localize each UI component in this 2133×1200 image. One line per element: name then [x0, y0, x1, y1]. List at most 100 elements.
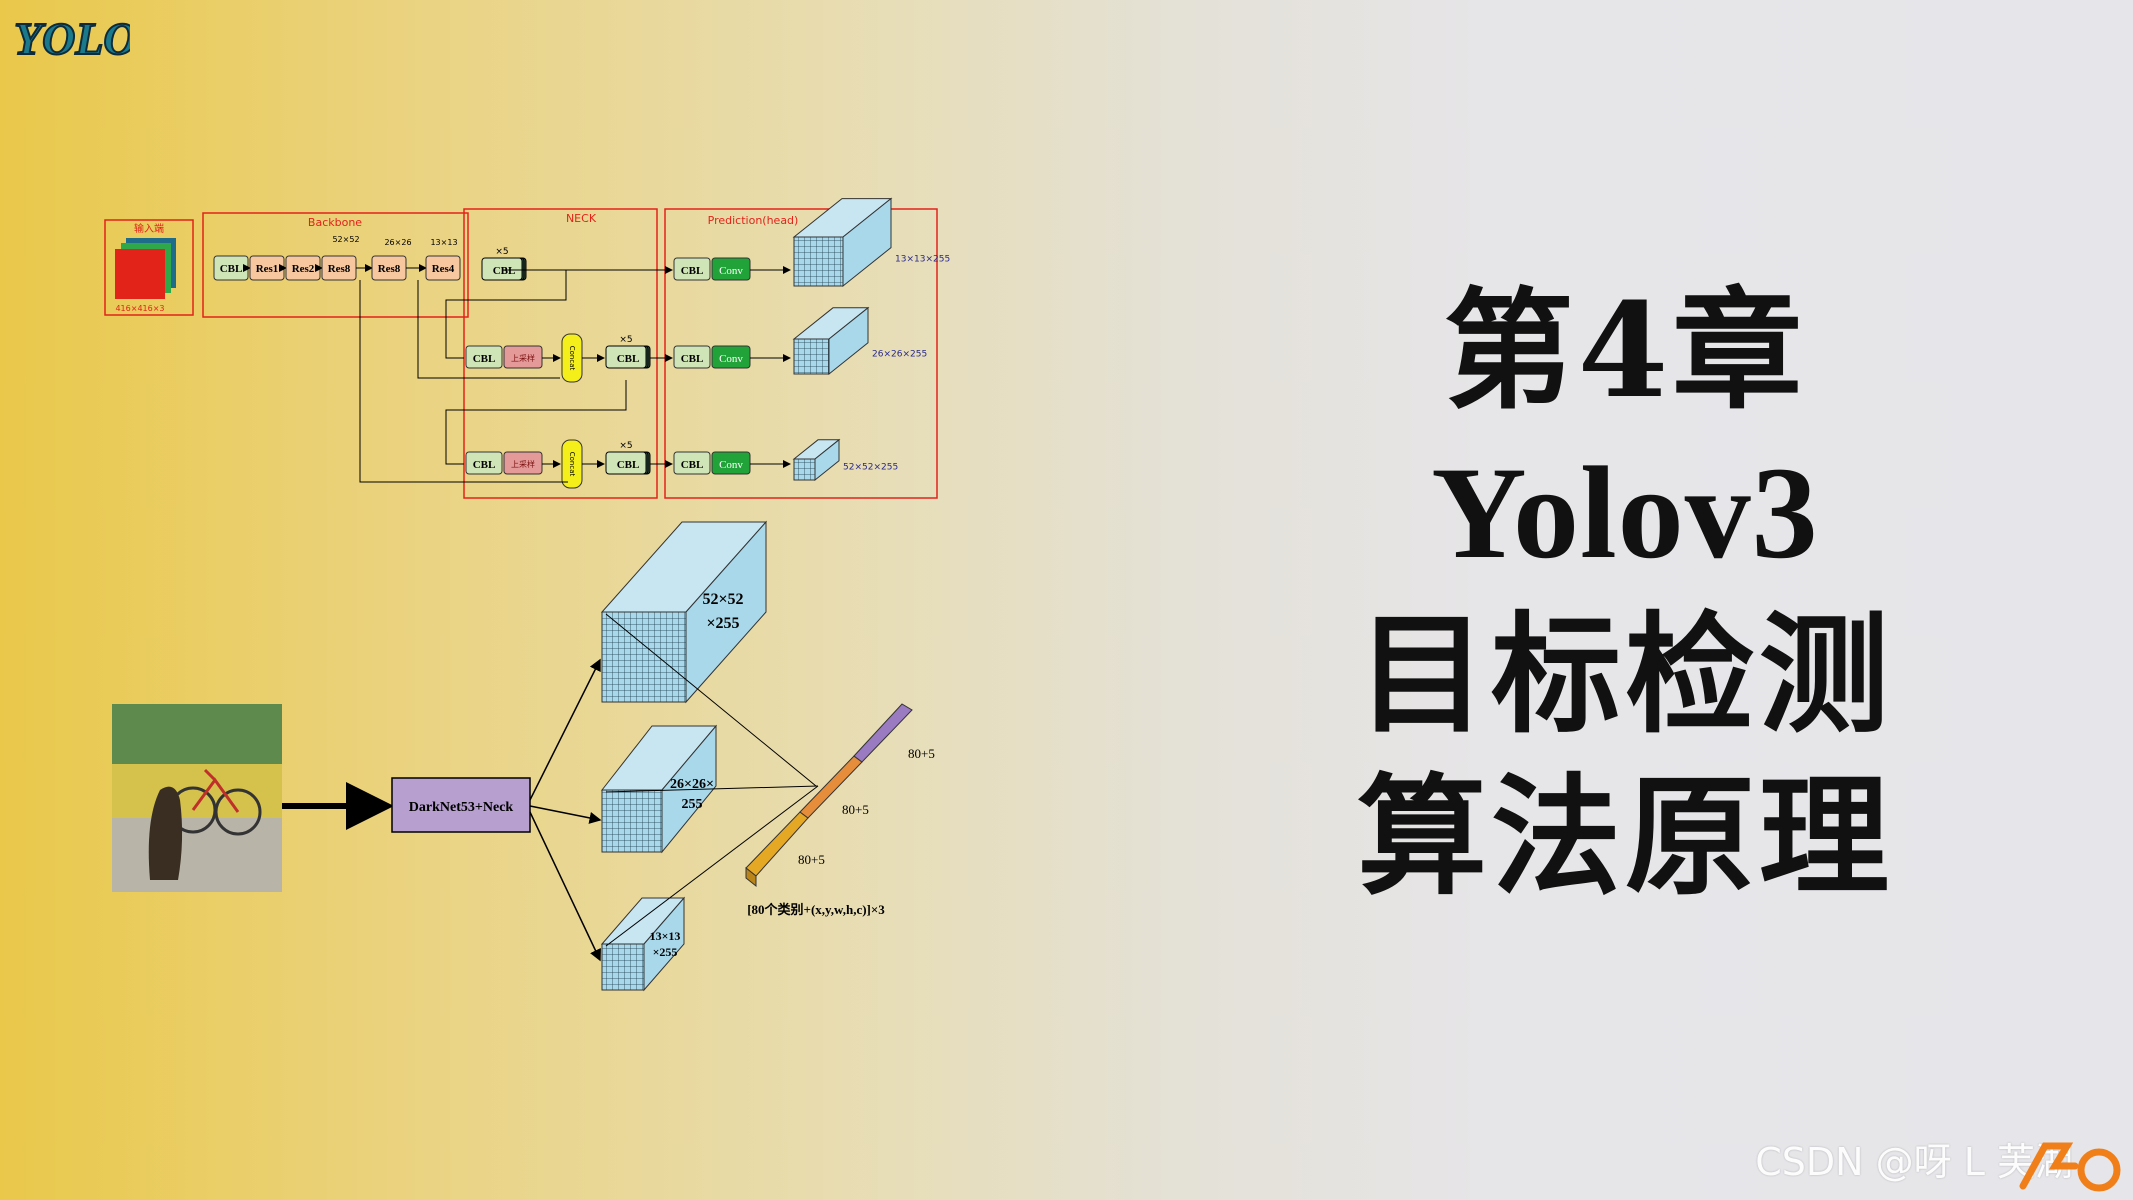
input-label: 输入端 [134, 222, 164, 235]
neck-cbl-1 [465, 345, 503, 369]
yolo-logo: YOLO [13, 12, 130, 65]
head-conv-0 [711, 257, 751, 281]
scale-label-26: 26×26 [384, 238, 411, 247]
out-cube-front-1 [793, 338, 830, 375]
output-label-1: 26×26×255 [872, 350, 927, 360]
arrow-to-cube-small [529, 811, 601, 962]
neck-label: NECK [566, 212, 597, 225]
cube-mid-label-1: 26×26× [670, 777, 714, 792]
neck-connector-0 [359, 280, 568, 483]
times5-label-2: ×5 [619, 441, 632, 451]
upsample-label-2: 上采样 [511, 459, 535, 469]
cube-small: 13×13 ×255 [600, 896, 686, 992]
corner-logo-icon [2019, 1142, 2121, 1192]
neck-connector-3 [445, 380, 627, 465]
photo-wall [112, 764, 282, 818]
backbone-block-label-3: Res8 [328, 263, 351, 275]
bike-frame [191, 768, 240, 813]
backbone-block-label-5: Res4 [432, 263, 455, 275]
output-label-0: 13×13×255 [895, 255, 950, 265]
upsample-block-2 [503, 451, 543, 475]
title-chapter: 第4章 [1443, 274, 1807, 427]
csdn-watermark: CSDN @呀 L 芙湖 [1755, 1140, 2073, 1184]
head-conv-label-0: Conv [719, 265, 743, 277]
input-photo [112, 704, 282, 892]
title-block: 第4章 Yolov3 目标检测 算法原理 [1300, 270, 1950, 918]
neck-stack-0-0 [481, 257, 523, 281]
backbone-block-label-0: CBL [220, 263, 243, 275]
backbone-label: Backbone [308, 216, 362, 229]
cube-small-label-1: 13×13 [650, 929, 681, 943]
cube-mid: 26×26× 255 [600, 724, 718, 854]
input-size: 416×416×3 [115, 304, 164, 313]
yolov3-diagram: 输入端 416×416×3 Backbone CBL Res1 Res2 Res8 Re… [104, 197, 950, 992]
yolo-logo-text: YOLO [14, 13, 130, 64]
head-conv-label-2: Conv [719, 459, 743, 471]
arrow-to-cube-mid [529, 805, 602, 824]
input-section: 输入端 416×416×3 [104, 219, 194, 316]
photo-floor [112, 818, 282, 892]
neck-box [463, 208, 658, 499]
prediction-vector: 80+5 80+5 80+5 [80个类别+(x,y,w,h,c)]×3 [745, 703, 935, 917]
neck-stack-2-0 [605, 451, 647, 475]
head-conv-1 [711, 345, 751, 369]
input-layer-1 [115, 249, 165, 299]
neck-cbl-label-2: CBL [617, 459, 640, 471]
head-label: Prediction(head) [708, 214, 799, 227]
network-box [391, 777, 531, 833]
times5-label-0: ×5 [495, 247, 508, 257]
backbone-block-label-1: Res1 [256, 263, 279, 275]
scale-label-13: 13×13 [430, 238, 457, 247]
title-model: Yolov3 [1431, 439, 1819, 586]
input-box [104, 219, 194, 316]
cube-large: 52×52 ×255 [600, 520, 768, 704]
network-label: DarkNet53+Neck [409, 800, 514, 815]
times5-label-1: ×5 [619, 335, 632, 345]
head-cbl-1 [673, 345, 711, 369]
cube-small-label-2: ×255 [653, 945, 678, 959]
line-large-to-vector [605, 613, 817, 787]
neck-cbl-label-1: CBL [617, 353, 640, 365]
head-cbl-label-1: CBL [681, 353, 704, 365]
scale-label-52: 52×52 [332, 235, 359, 244]
line-mid-to-vector [605, 785, 819, 793]
backbone-box [202, 212, 469, 318]
neck-connector-1 [417, 280, 560, 379]
head-conv-2 [711, 451, 751, 475]
title-subject: 目标检测 [1356, 598, 1893, 751]
photo-trees [112, 704, 282, 764]
head-cbl-0 [673, 257, 711, 281]
backbone-section: Backbone CBL Res1 Res2 Res8 Res8 Res4 52×52 2… [202, 212, 469, 318]
cube-large-label-1: 52×52 [702, 591, 743, 608]
neck-connector-2 [445, 269, 567, 359]
output-label-2: 52×52×255 [843, 463, 898, 473]
neck-cbl-label-0: CBL [493, 265, 516, 277]
vector-label-1: 80+5 [908, 746, 935, 761]
head-cbl-label-2: CBL [681, 459, 704, 471]
bike-wheel-front [214, 788, 262, 836]
head-conv-label-1: Conv [719, 353, 743, 365]
neck-stack-1-0 [605, 345, 647, 369]
neck-cbl-text-2: CBL [473, 459, 496, 471]
upsample-label-1: 上采样 [511, 353, 535, 363]
upsample-block-1 [503, 345, 543, 369]
dog [148, 786, 183, 880]
head-box [664, 208, 938, 499]
head-cbl-label-0: CBL [681, 265, 704, 277]
head-section: Prediction(head) [664, 208, 938, 499]
vector-label-3: 80+5 [798, 852, 825, 867]
backbone-block-5 [425, 255, 461, 281]
out-cube-front-0 [793, 236, 844, 287]
formula-label: [80个类别+(x,y,w,h,c)]×3 [747, 902, 885, 917]
vector-label-2: 80+5 [842, 802, 869, 817]
arrow-to-cube-large [529, 658, 601, 801]
backbone-block-label-4: Res8 [378, 263, 401, 275]
head-cbl-2 [673, 451, 711, 475]
title-topic: 算法原理 [1356, 760, 1893, 913]
neck-cbl-text-1: CBL [473, 353, 496, 365]
concat-label-2: Concat [568, 452, 576, 477]
backbone-block-label-2: Res2 [292, 263, 315, 275]
cube-mid-label-2: 255 [682, 797, 703, 812]
line-small-to-vector [605, 785, 819, 947]
out-cube-front-2 [793, 458, 816, 481]
